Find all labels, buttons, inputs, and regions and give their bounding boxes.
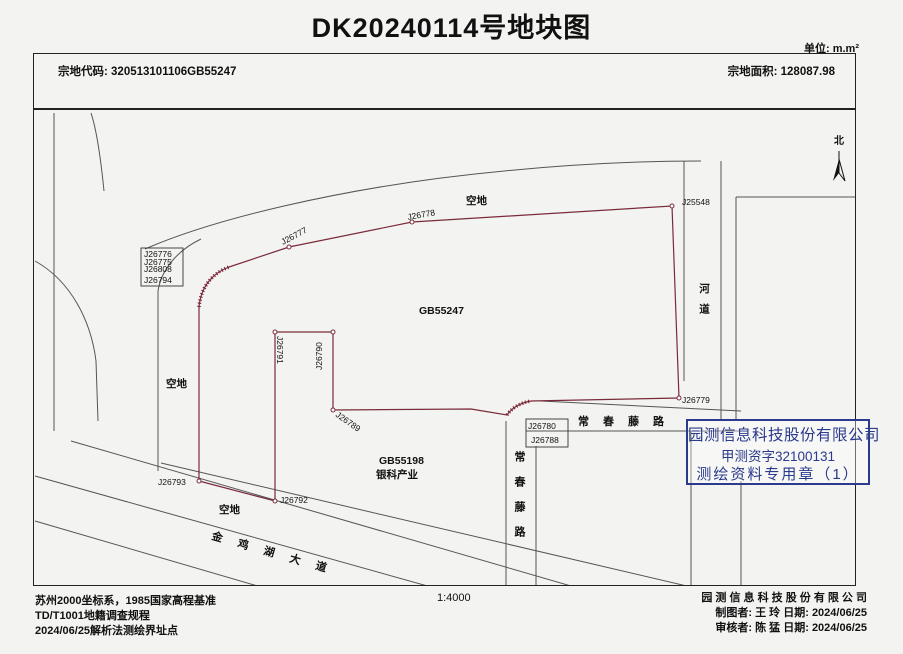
footer-drawer: 制图者: 王 玲 日期: 2024/06/25 [715,607,867,619]
stamp-purpose: 测绘资料专用章（1） [696,466,860,483]
boundary-vertices [196,203,682,504]
parcel-map: 北 GB55247 GB55198 银科产业 空地 空地 空地 河道 常春藤路 … [34,112,855,585]
parcel-header-box [33,53,856,109]
vertex-j26792 [272,498,278,504]
map-frame: 北 GB55247 GB55198 银科产业 空地 空地 空地 河道 常春藤路 … [33,109,856,586]
east-block [735,196,855,421]
diag-road-edge-2 [34,475,426,585]
point-label-j26778: J26778 [407,207,436,222]
point-label-j26775: J26775 [144,257,172,267]
north-label: 北 [834,134,844,147]
point-label-j26789: J26789 [334,409,363,433]
footer-method: 2024/06/25解析法测绘界址点 [35,625,179,637]
point-label-j26788: J26788 [531,435,559,445]
arc-points-east [505,399,532,417]
label-box-east [525,418,569,448]
footer-regulation: TD/T1001地籍调查规程 [35,610,150,622]
parcel-owner-label: 银科产业 [376,468,418,481]
point-label-j26808: J26808 [144,264,172,274]
place-label-vacant-south: 空地 [219,503,240,516]
unit-label: 单位: m.m² [804,43,859,55]
diag-road-edge-4 [160,462,685,585]
vertex-j26791 [272,329,278,335]
stamp-company: 园测信息科技股份有限公司 [688,427,881,444]
vertex-j26777 [286,244,292,250]
point-label-j26790: J26790 [314,342,324,370]
river-label: 河道 [698,283,710,324]
point-labels: J26777 J26778 J25548 J26779 J26780 J2678… [144,197,710,505]
point-label-j26793: J26793 [158,477,186,487]
road-label-changchunteng-v: 常春藤路 [513,450,526,551]
vertex-j25548 [669,203,675,209]
vertex-j26779 [676,395,682,401]
place-label-vacant-west: 空地 [166,377,187,390]
road-label-jinjihu: 金鸡湖大道 [209,528,344,579]
parcel-label-gb55198: GB55198 [379,455,424,467]
parcel-area: 宗地面积: 128087.98 [727,66,835,78]
arc-points-west [197,265,230,308]
vertex-j26778 [409,219,415,225]
diag-road-edge-1 [70,440,570,585]
footer-coordinate-system: 苏州2000坐标系，1985国家高程基准 [35,595,216,607]
point-label-j26791: J26791 [275,336,285,364]
point-label-j26794: J26794 [144,275,172,285]
point-label-j25548: J25548 [682,197,710,207]
point-label-j26792: J26792 [280,495,308,505]
parcel-code: 宗地代码: 320513101106GB55247 [58,66,237,78]
parcel-boundary [198,205,680,502]
north-road-edge [144,160,702,250]
west-curve [34,260,99,422]
west-road-edge-inner [90,112,105,192]
point-label-j26779: J26779 [682,395,710,405]
corner-curve [157,238,202,292]
north-arrow-icon [833,159,839,181]
footer-company: 园 测 信 息 科 技 股 份 有 限 公 司 [701,592,867,604]
vertex-j26790 [330,329,336,335]
surveying-stamp: 园测信息科技股份有限公司 甲测资字32100131 测绘资料专用章（1） [686,419,881,485]
vertex-j26793 [196,478,202,484]
label-box-west [140,247,184,287]
base-map-lines [34,112,855,585]
map-scale: 1:4000 [437,592,471,604]
map-title: DK20240114号地块图 [311,13,592,43]
diag-road-edge-3 [34,520,256,585]
point-label-j26776: J26776 [144,249,172,259]
road-label-changchunteng-h: 常春藤路 [578,414,678,428]
place-label-vacant-north: 空地 [466,194,487,207]
changchunteng-road-top [540,400,742,412]
parcel-label-gb55247: GB55247 [419,305,464,317]
stamp-license: 甲测资字32100131 [720,449,836,464]
vertex-j26789 [330,407,336,413]
footer-reviewer: 审核者: 陈 猛 日期: 2024/06/25 [715,622,867,634]
point-label-j26780: J26780 [528,421,556,431]
